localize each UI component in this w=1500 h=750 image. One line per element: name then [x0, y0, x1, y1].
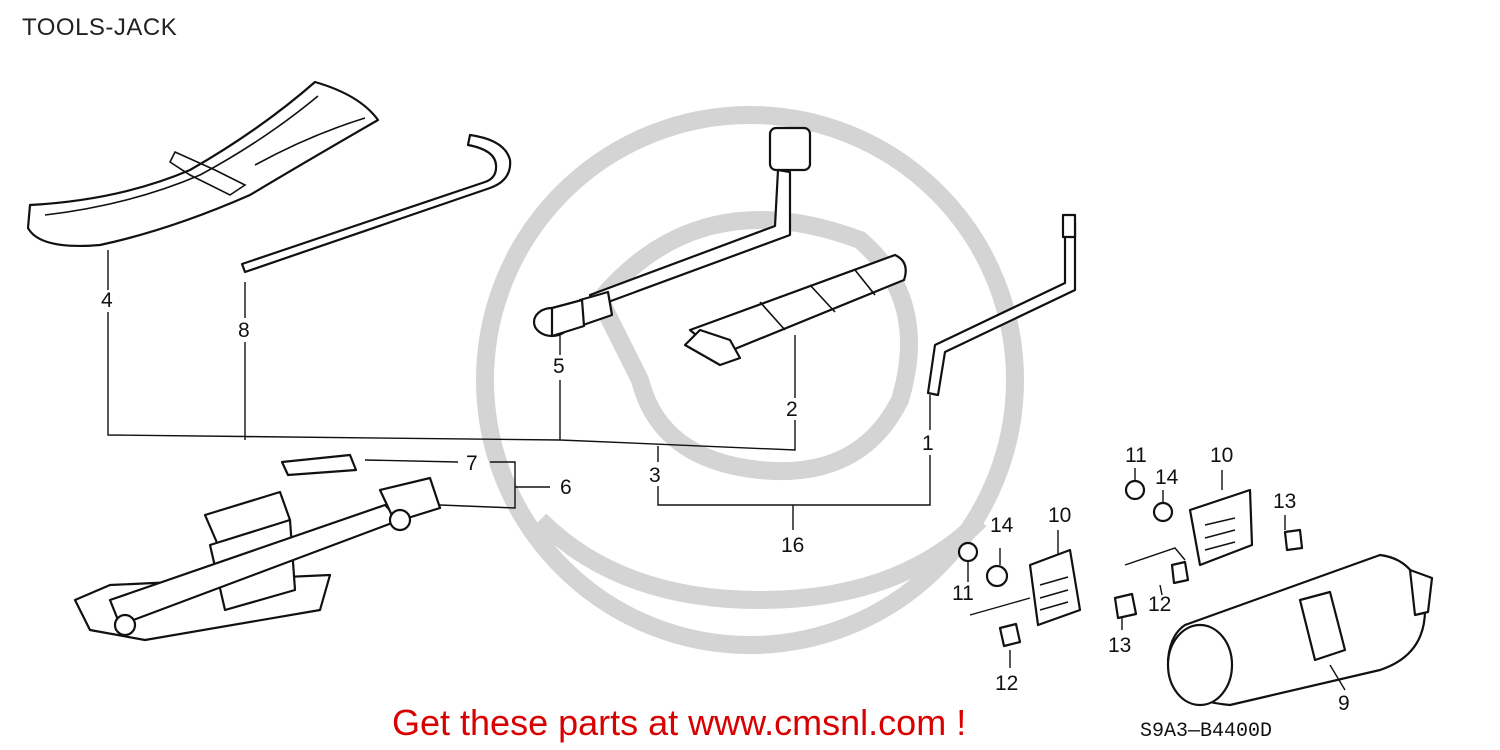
- callout-7: 7: [466, 452, 478, 475]
- callout-12-upper: 12: [1148, 593, 1171, 616]
- callout-16: 16: [781, 534, 804, 557]
- callout-3: 3: [649, 464, 661, 487]
- callout-5: 5: [553, 355, 565, 378]
- callout-13-lower: 13: [1108, 634, 1131, 657]
- diagram-code: S9A3—B4400D: [1140, 720, 1273, 743]
- callout-labels: 4 8 5 2 3 1 7 6 16 9 11 14 10 13 12 13 1…: [101, 289, 1350, 715]
- jack-crank-rod-part: [926, 213, 1077, 397]
- leader-lines: [107, 250, 1346, 691]
- callout-11-upper: 11: [1125, 444, 1147, 467]
- callout-1: 1: [922, 432, 934, 455]
- callout-9: 9: [1338, 692, 1350, 715]
- callout-4: 4: [101, 289, 113, 312]
- callout-14-lower: 14: [990, 514, 1014, 537]
- callout-13-upper: 13: [1273, 490, 1296, 513]
- watermark-logo: [476, 106, 1024, 654]
- callout-14-upper: 14: [1155, 466, 1179, 489]
- callout-12-lower: 12: [995, 672, 1018, 695]
- jack-handle-part: [240, 133, 512, 274]
- mounting-bracket-left: [1028, 548, 1082, 627]
- cylinder-unit-part: [1166, 553, 1434, 707]
- callout-10-lower: 10: [1048, 504, 1071, 527]
- scissor-jack-part: [73, 453, 442, 642]
- callout-2: 2: [786, 398, 798, 421]
- callout-10-upper: 10: [1210, 444, 1233, 467]
- callout-11-lower: 11: [952, 582, 974, 605]
- extension-bar-part: [683, 253, 907, 367]
- callout-6: 6: [560, 476, 572, 499]
- cmsnl-link[interactable]: Get these parts at www.cmsnl.com !: [392, 702, 967, 743]
- callout-8: 8: [238, 319, 250, 342]
- mounting-bracket-right: [1188, 488, 1254, 567]
- wheel-nut-wrench-part: [532, 126, 812, 338]
- page-title: TOOLS-JACK: [22, 14, 178, 41]
- tool-bag-part: [26, 80, 380, 248]
